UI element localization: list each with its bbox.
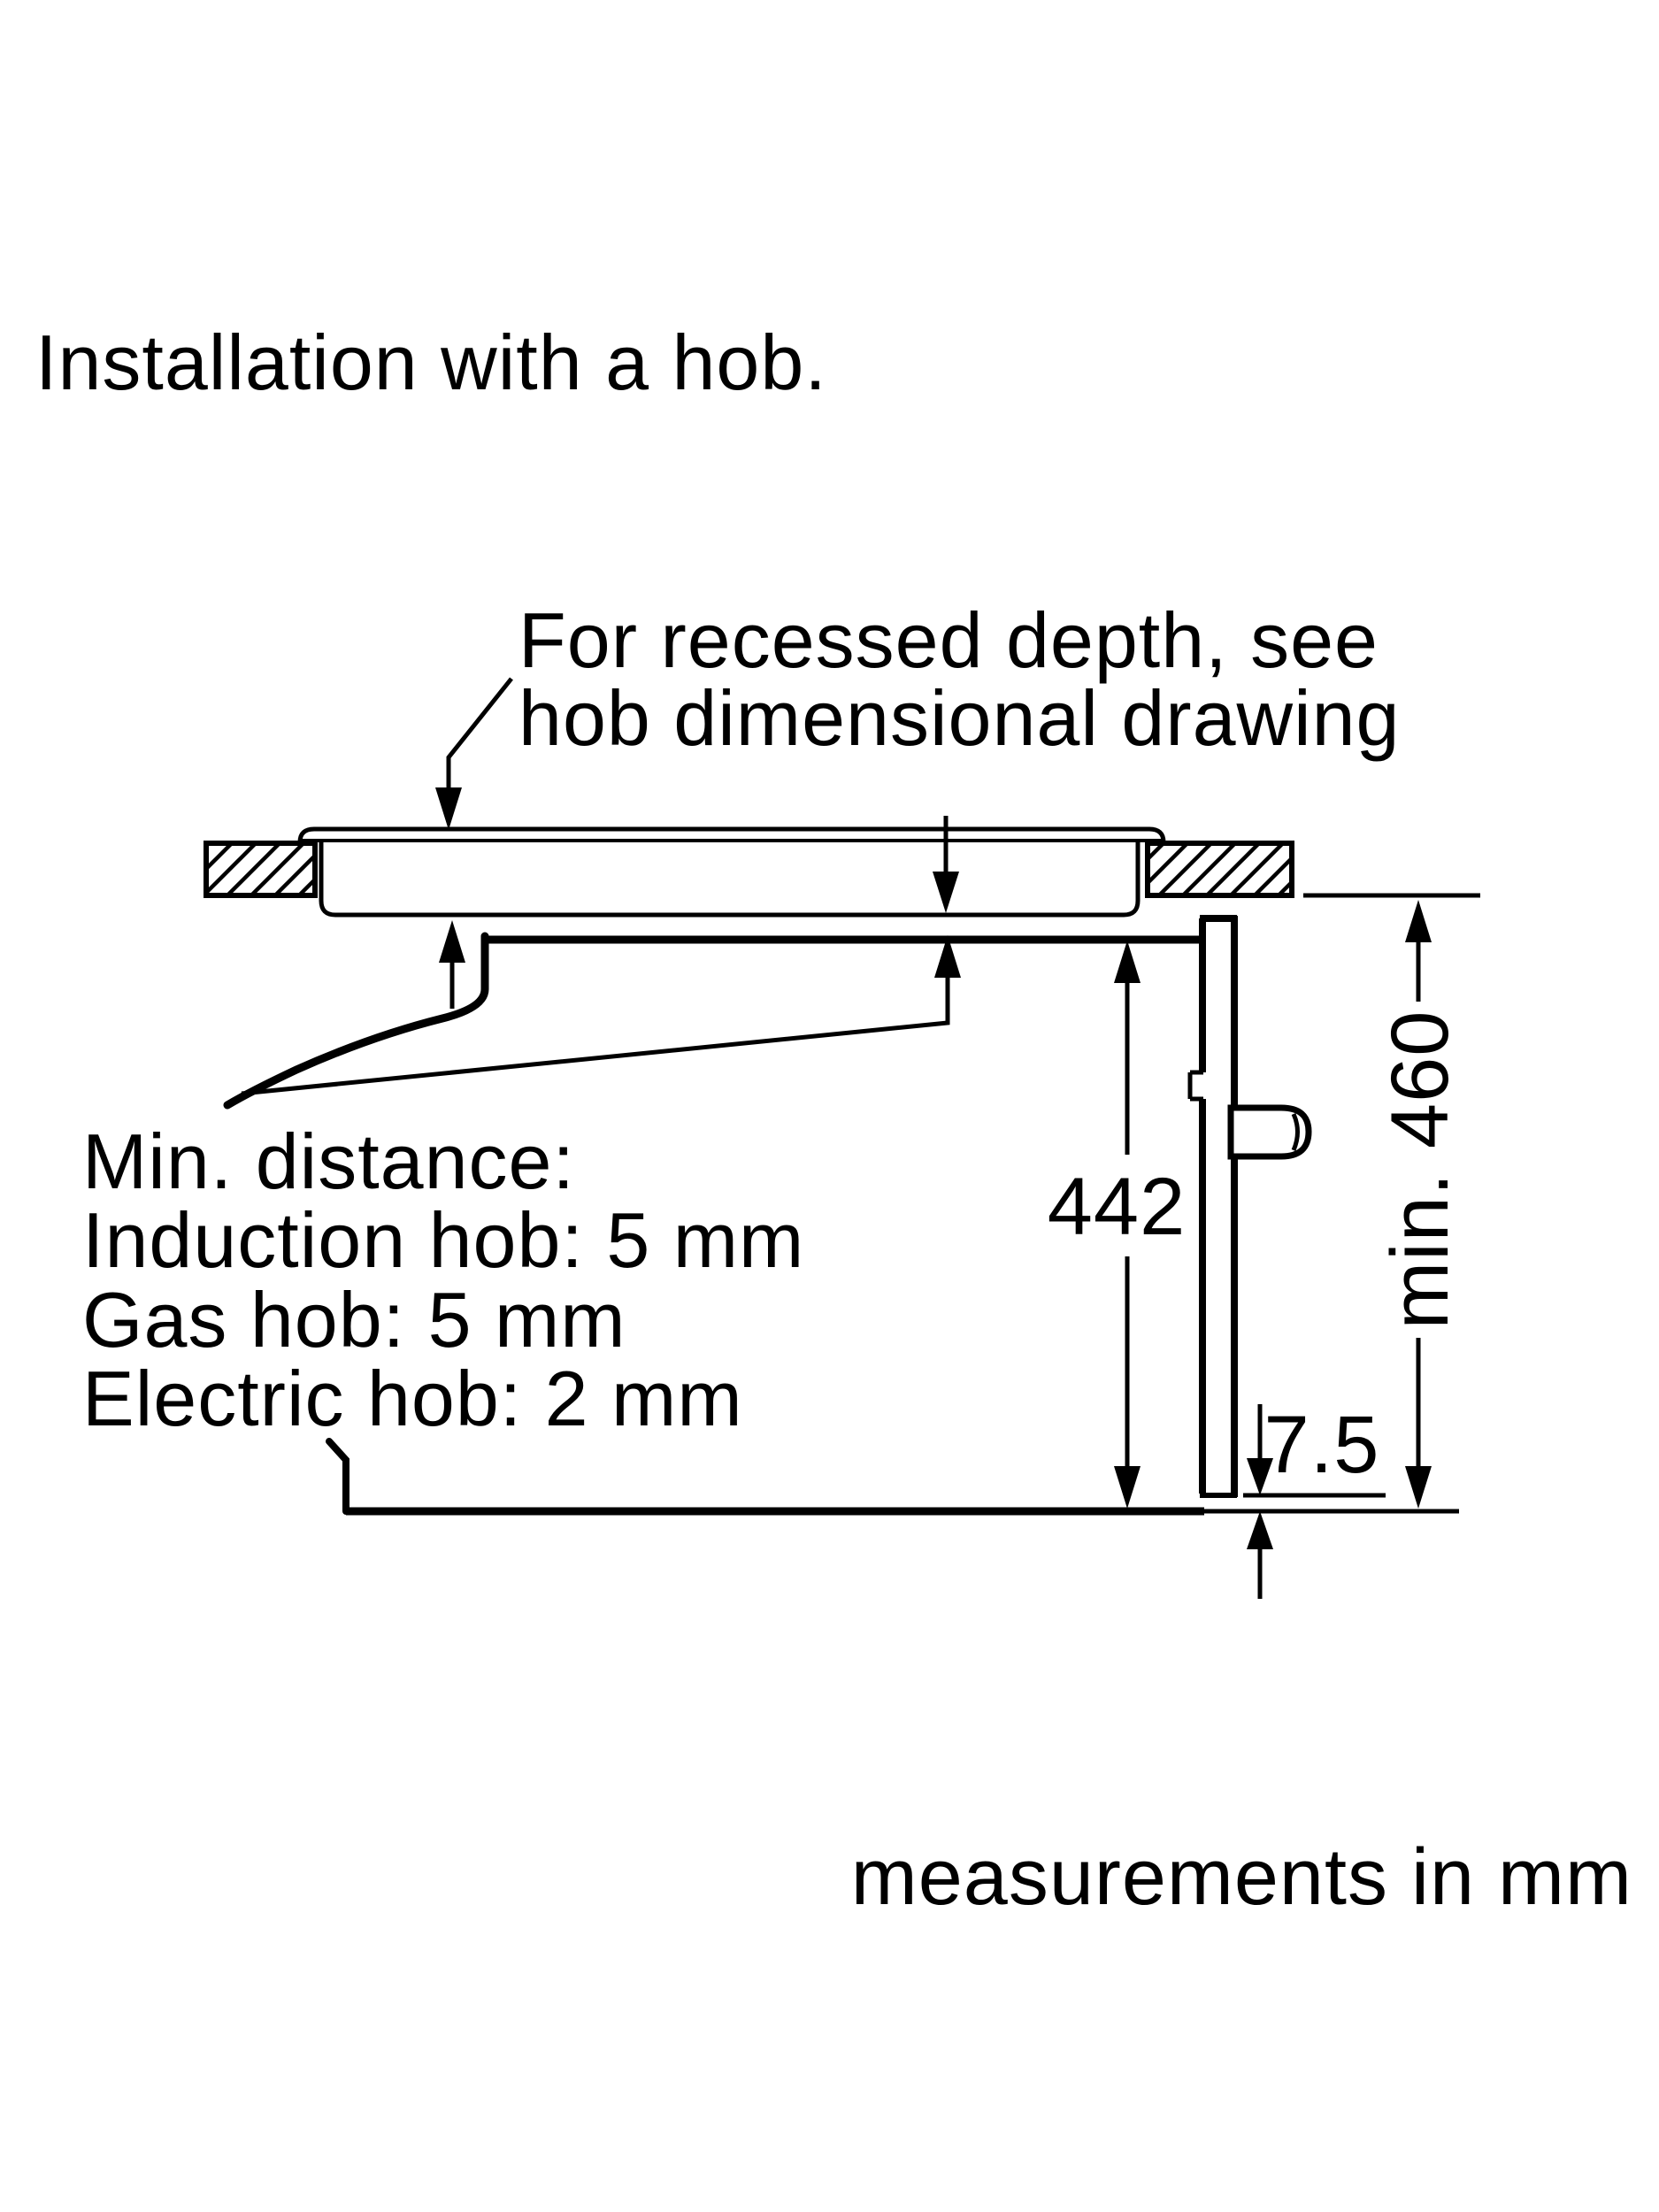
min-distance-leader-line [241,978,950,1096]
oven-door-knob-cap-detail [1291,1112,1300,1151]
recessed-depth-note-line2: hob dimensional drawing [518,674,1401,762]
min-distance-note-line3: Gas hob: 5 mm [82,1276,626,1363]
dim-442-top-arrowhead [1114,941,1141,983]
min-distance-note-line2: Induction hob: 5 mm [82,1196,804,1284]
recessed-depth-arrow-down-head [435,787,462,830]
oven-front-cutaway-profile [223,932,489,1110]
recessed-depth-leader-line [446,677,513,789]
oven-bottom-cutaway-hook [326,1438,349,1515]
page-title: Installation with a hob. [35,319,827,406]
worktop-left-section [204,841,318,898]
units-note: measurements in mm [851,1833,1632,1922]
dimension-442-label: 442 [1048,1162,1187,1252]
dim-460-bottom-arrowhead [1405,1466,1432,1509]
dim-460-top-arrowhead [1405,900,1432,942]
oven-door-knob [1227,1104,1312,1160]
dimension-7-5-label: 7.5 [1264,1400,1380,1490]
oven-door-hinge-notch [1187,1070,1203,1102]
min-distance-arrow-up-head [934,935,961,978]
min-distance-note-line4: Electric hob: 2 mm [82,1355,743,1442]
recessed-depth-note-line1: For recessed depth, see [518,596,1379,684]
dim-75-down-arrowhead [1247,1458,1273,1495]
recessed-depth-arrow-up-head [439,920,465,963]
worktop-right-section [1145,841,1294,898]
min-distance-arrow-down-head [933,872,959,913]
dim-442-bottom-arrowhead [1114,1466,1141,1509]
hob-body-outline [319,841,1141,918]
dimension-min-460-label: min. 460 [1375,1010,1465,1330]
min-distance-note-line1: Min. distance: [82,1118,575,1205]
dim-75-up-arrowhead [1247,1511,1273,1549]
hob-top-lip-outline [297,826,1166,843]
